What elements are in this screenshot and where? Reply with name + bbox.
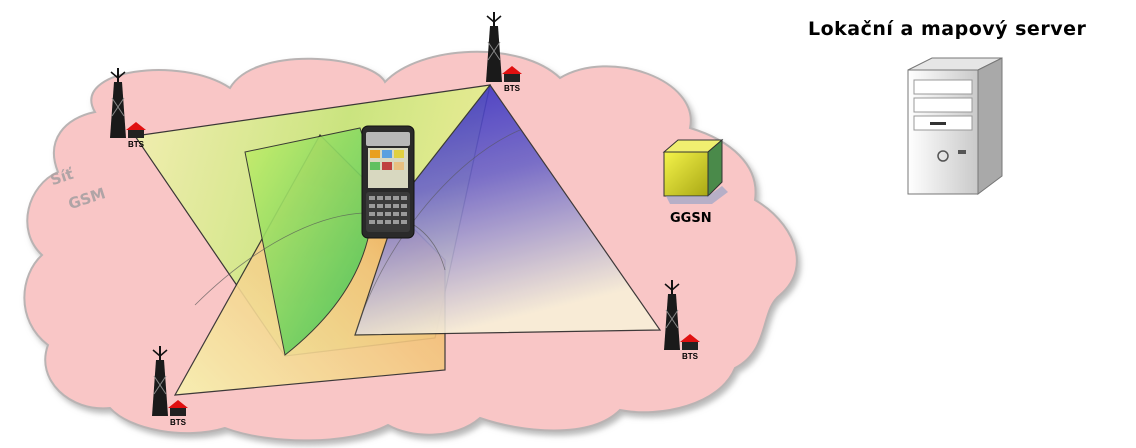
bts-tower-icon: BTS <box>664 280 700 361</box>
server-title: Lokační a mapový server <box>808 18 1087 40</box>
coverage-arc <box>354 129 521 336</box>
bts-label: BTS <box>128 140 145 149</box>
bts-tower-icon: BTS <box>110 68 146 149</box>
coverage-arc <box>194 212 446 306</box>
bts-label: BTS <box>170 418 187 427</box>
bts-label: BTS <box>682 352 699 361</box>
phone-icon <box>361 125 415 239</box>
bts-tower-icon: BTS <box>152 346 188 427</box>
ggsn-label: GGSN <box>670 211 712 226</box>
server-icon <box>907 57 1003 195</box>
bts-label: BTS <box>504 84 521 93</box>
bts-tower-icon: BTS <box>486 12 522 93</box>
ggsn-box-icon: GGSN <box>662 138 728 226</box>
